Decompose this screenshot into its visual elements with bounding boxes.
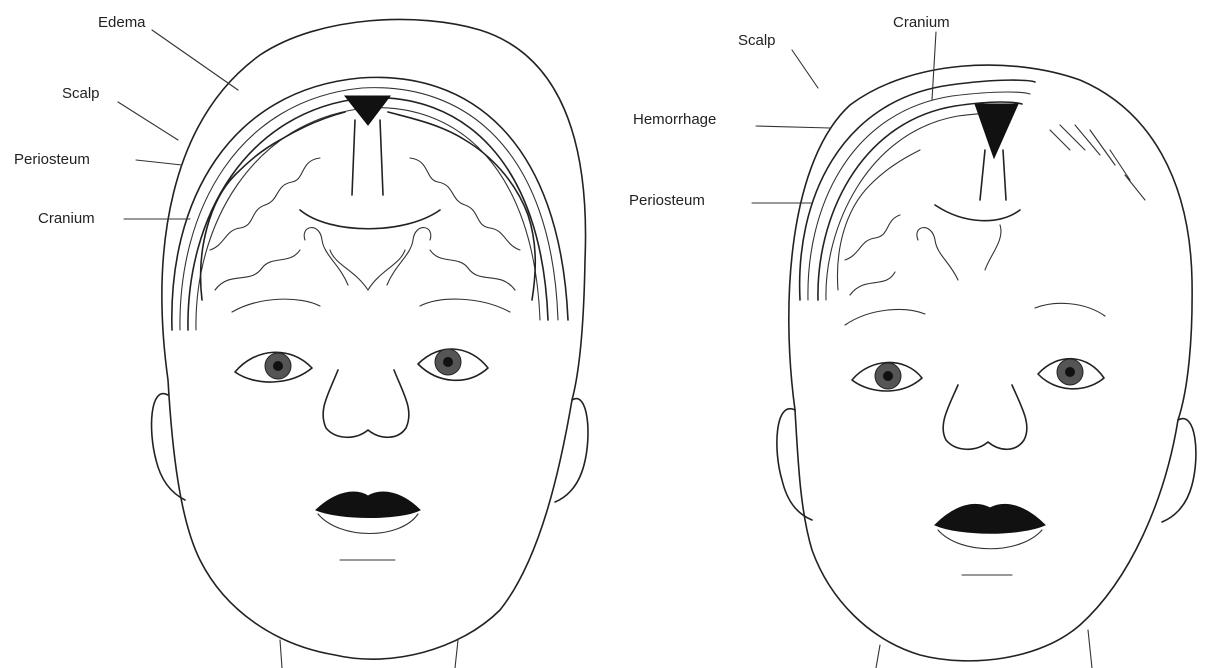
left-gyri [210, 158, 520, 290]
label-scalp-left: Scalp [62, 85, 100, 102]
label-edema: Edema [98, 14, 146, 31]
left-mouth [316, 492, 420, 517]
leader-scalp-left [118, 102, 178, 140]
left-ventricles [304, 228, 431, 290]
left-neck [280, 560, 458, 668]
right-corpus-callosum [935, 205, 1020, 221]
label-cranium-left: Cranium [38, 210, 95, 227]
right-ear-left [777, 409, 812, 520]
left-cranium-arc-inner [196, 108, 540, 330]
left-ear-left [152, 394, 185, 500]
leader-cranium-right [932, 32, 936, 100]
label-periosteum-left: Periosteum [14, 151, 90, 168]
right-hatching [1050, 125, 1145, 200]
right-pupil-right [1065, 367, 1075, 377]
left-falx [352, 120, 383, 195]
left-cranium-arc [188, 98, 548, 330]
left-nose [323, 370, 409, 437]
right-pupil-left [883, 371, 893, 381]
right-mouth [935, 504, 1045, 533]
label-cranium-right: Cranium [893, 14, 950, 31]
leader-periosteum-left [136, 160, 182, 165]
label-hemorrhage: Hemorrhage [633, 111, 716, 128]
left-pupil-left [273, 361, 283, 371]
right-brain-gyri [837, 150, 920, 295]
right-sagittal-sinus [975, 104, 1018, 158]
leader-scalp-right [792, 50, 818, 88]
left-pupil-right [443, 357, 453, 367]
label-scalp-right: Scalp [738, 32, 776, 49]
right-nose [943, 385, 1027, 449]
right-neck [876, 575, 1092, 668]
right-ventricles [917, 225, 1001, 280]
leader-hemorrhage [756, 126, 830, 128]
left-ear-right [555, 399, 588, 502]
leader-edema [152, 30, 238, 90]
left-label-group: Edema Scalp Periosteum Cranium [14, 14, 238, 227]
right-falx [980, 150, 1006, 200]
left-brows [232, 299, 510, 312]
left-corpus-callosum [300, 210, 440, 229]
right-head-outline [789, 65, 1192, 661]
label-periosteum-right: Periosteum [629, 192, 705, 209]
right-brows [845, 303, 1105, 325]
right-infant-head [777, 65, 1196, 668]
left-infant-head [152, 19, 588, 668]
